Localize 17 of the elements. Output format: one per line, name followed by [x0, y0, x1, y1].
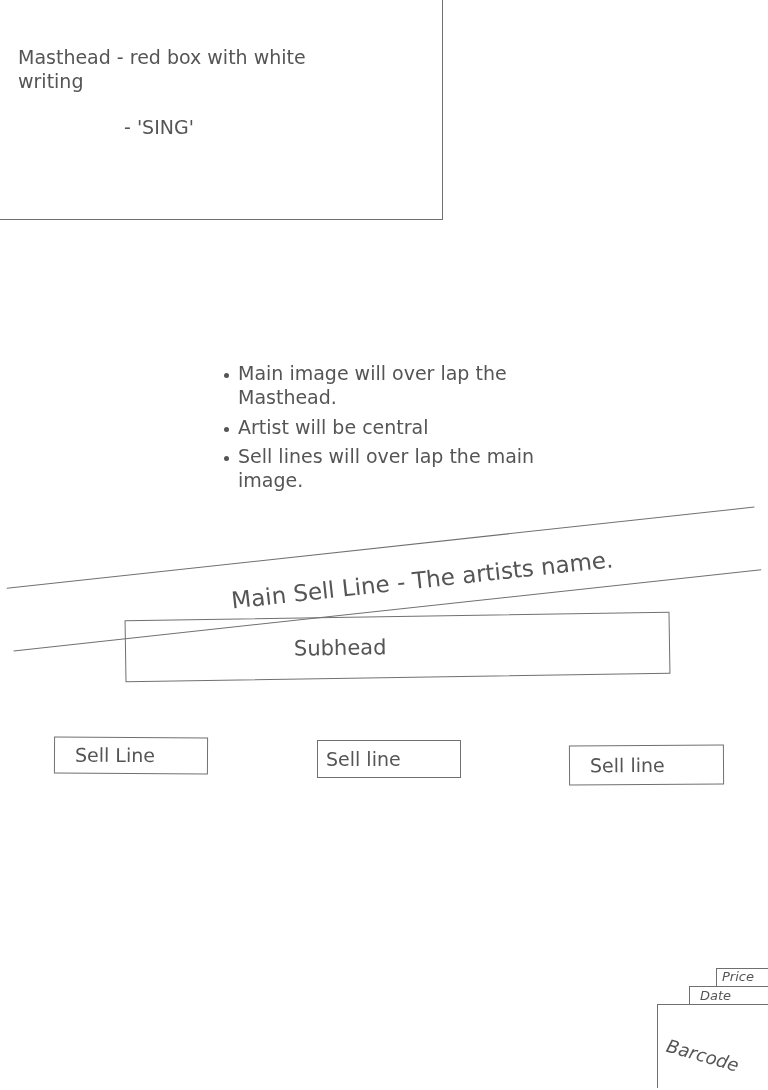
note-text: Main image will over lap the Masthead.	[238, 362, 508, 410]
masthead-box	[0, 0, 443, 220]
subhead-box	[124, 611, 671, 683]
main-sell-line-text: Main Sell Line - The artists name.	[229, 545, 615, 616]
barcode-box	[657, 1004, 768, 1088]
note-text: Sell lines will over lap the main image.	[238, 445, 536, 493]
masthead-name-note: - 'SING'	[124, 116, 194, 140]
date-box	[689, 986, 768, 1004]
price-text: Price	[722, 969, 754, 986]
sell-line-text: Sell Line	[74, 743, 155, 768]
note-text: Artist will be central	[238, 415, 430, 440]
masthead-note: Masthead - red box with white writing	[18, 46, 307, 94]
sell-line-text: Sell line	[589, 753, 665, 779]
price-box	[716, 968, 768, 986]
subhead-text: Subhead	[293, 634, 387, 662]
sell-line-text: Sell line	[326, 748, 401, 772]
date-text: Date	[700, 988, 732, 1005]
